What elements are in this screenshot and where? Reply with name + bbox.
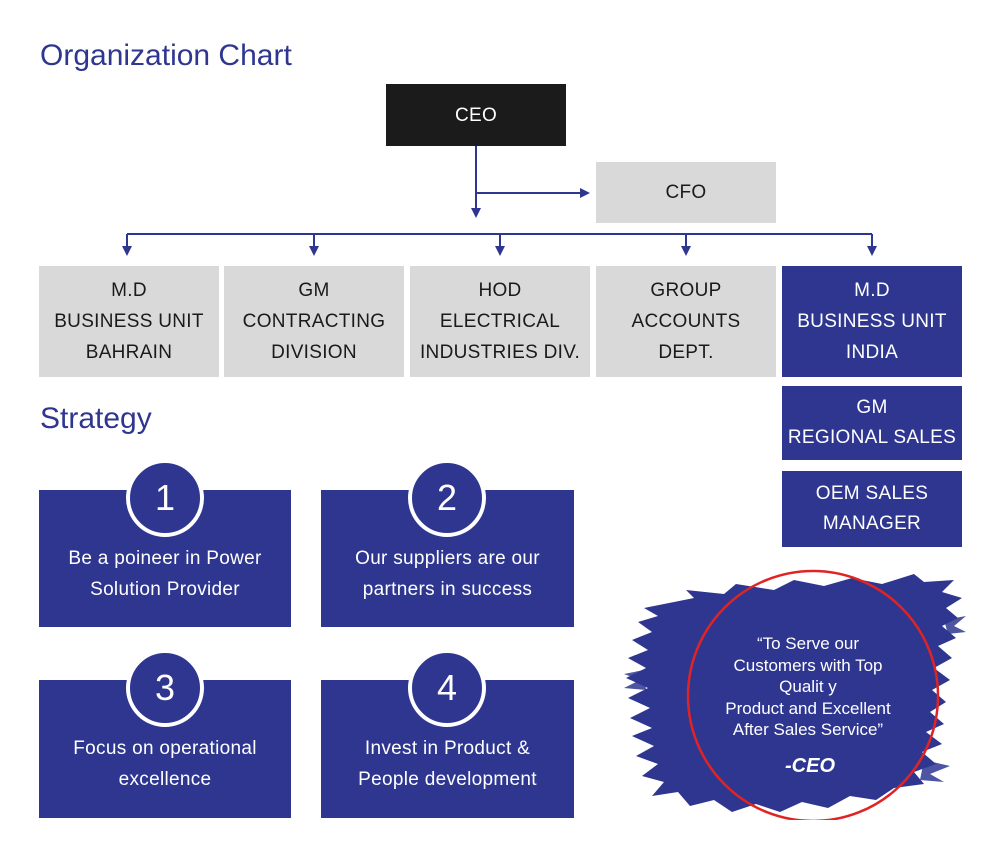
sub-line: OEM SALES bbox=[815, 483, 929, 504]
dept-md-bahrain: M.D BUSINESS UNIT BAHRAIN bbox=[39, 266, 219, 377]
dept-gm-contracting: GM CONTRACTING DIVISION bbox=[224, 266, 404, 377]
strategy-card-4: Invest in Product & People development bbox=[321, 680, 574, 818]
strategy-line: Invest in Product & bbox=[364, 738, 531, 759]
strategy-number: 1 bbox=[154, 477, 176, 518]
quote-line: Qualit y bbox=[779, 677, 837, 696]
strategy-number: 2 bbox=[436, 477, 458, 518]
dept-line: BUSINESS UNIT bbox=[797, 311, 947, 332]
strategy-number: 3 bbox=[154, 667, 176, 708]
india-oem-sales-manager: OEM SALES MANAGER bbox=[782, 471, 962, 547]
dept-line: ELECTRICAL bbox=[439, 311, 561, 332]
ceo-quote: “To Serve our Customers with Top Qualit … bbox=[708, 633, 908, 741]
dept-md-india: M.D BUSINESS UNIT INDIA bbox=[782, 266, 962, 377]
cfo-label: CFO bbox=[665, 182, 707, 203]
strategy-line: Focus on operational bbox=[73, 738, 257, 759]
strategy-number: 4 bbox=[436, 667, 458, 708]
quote-author: -CEO bbox=[785, 755, 835, 777]
dept-line: HOD bbox=[478, 280, 522, 301]
dept-line: BAHRAIN bbox=[85, 342, 173, 363]
org-chart-title: Organization Chart bbox=[40, 39, 292, 72]
dept-line: INDIA bbox=[845, 342, 899, 363]
strategy-title: Strategy bbox=[40, 402, 152, 435]
dept-hod-electrical: HOD ELECTRICAL INDUSTRIES DIV. bbox=[410, 266, 590, 377]
dept-line: GM bbox=[298, 280, 330, 301]
strategy-card-1: Be a poineer in Power Solution Provider bbox=[39, 490, 291, 627]
dept-group-accounts: GROUP ACCOUNTS DEPT. bbox=[596, 266, 776, 377]
quote-line: Product and Excellent bbox=[725, 698, 891, 718]
dept-line: BUSINESS UNIT bbox=[54, 311, 204, 332]
strategy-line: Solution Provider bbox=[90, 579, 240, 600]
strategy-number-badge: 3 bbox=[126, 649, 204, 727]
strategy-line: partners in success bbox=[362, 579, 533, 600]
strategy-line: People development bbox=[358, 769, 537, 790]
dept-line: CONTRACTING bbox=[242, 311, 386, 332]
strategy-number-badge: 4 bbox=[408, 649, 486, 727]
dept-line: DIVISION bbox=[271, 342, 357, 363]
dept-line: ACCOUNTS bbox=[631, 311, 741, 332]
quote-line: Customers with Top bbox=[733, 655, 883, 675]
strategy-number-badge: 1 bbox=[126, 459, 204, 537]
sub-line: MANAGER bbox=[822, 513, 922, 534]
quote-line: After Sales Service” bbox=[732, 720, 884, 739]
dept-line: DEPT. bbox=[658, 342, 714, 363]
ceo-box: CEO bbox=[386, 84, 566, 146]
strategy-line: Be a poineer in Power bbox=[68, 548, 262, 569]
dept-line: GROUP bbox=[650, 280, 722, 301]
dept-line: M.D bbox=[111, 280, 147, 301]
india-gm-regional-sales: GM REGIONAL SALES bbox=[782, 386, 962, 460]
ceo-label: CEO bbox=[454, 104, 498, 126]
brush-stroke-background bbox=[624, 569, 966, 820]
dept-line: M.D bbox=[854, 280, 890, 301]
dept-line: INDUSTRIES DIV. bbox=[419, 342, 581, 363]
sub-line: REGIONAL SALES bbox=[787, 427, 957, 448]
strategy-number-badge: 2 bbox=[408, 459, 486, 537]
strategy-line: excellence bbox=[118, 769, 212, 790]
strategy-line: Our suppliers are our bbox=[355, 548, 540, 569]
quote-line: “To Serve our bbox=[756, 634, 860, 653]
sub-line: GM bbox=[856, 397, 888, 418]
cfo-box: CFO bbox=[596, 162, 776, 223]
